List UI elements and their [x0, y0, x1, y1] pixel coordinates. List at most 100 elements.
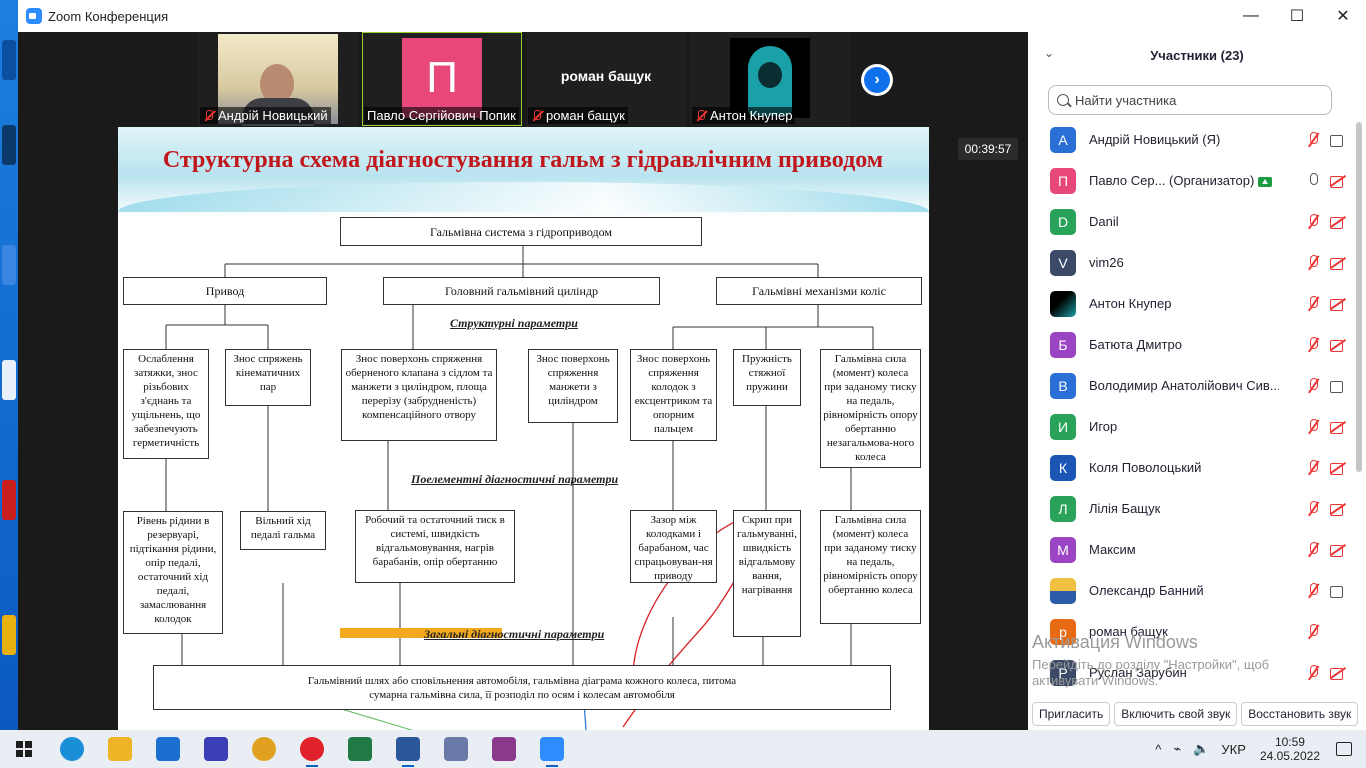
participant-row[interactable]: Л Лілія Бащук — [1028, 488, 1366, 529]
section-label: Загальні діагностичні параметри — [424, 627, 605, 641]
system-tray: ^ ⌁ 🔈 УКР 10:59 24.05.2022 — [1149, 730, 1366, 768]
participant-row[interactable]: D Danil — [1028, 201, 1366, 242]
participant-search-input[interactable]: Найти участника — [1048, 85, 1332, 115]
taskbar-app-chrome[interactable] — [240, 730, 288, 768]
avatar: р — [1050, 619, 1076, 645]
participant-name: Антон Кнупер — [1089, 296, 1172, 311]
mail-icon — [156, 737, 180, 761]
zoom-icon — [540, 737, 564, 761]
camera-off-icon — [1330, 339, 1346, 352]
taskbar-app-word[interactable] — [384, 730, 432, 768]
volume-icon[interactable]: 🔈 — [1193, 741, 1210, 756]
maximize-button[interactable]: ☐ — [1289, 8, 1305, 25]
taskbar-app-opera[interactable] — [288, 730, 336, 768]
diagram-box: Гальмівні механізми коліс — [716, 277, 922, 305]
desktop-icon[interactable] — [2, 480, 16, 520]
desktop-icon[interactable] — [2, 125, 16, 165]
participant-row[interactable]: Антон Кнупер — [1028, 283, 1366, 324]
avatar: D — [1050, 209, 1076, 235]
diagram-box: Зазор між колодками і барабаном, час спр… — [630, 510, 717, 583]
mic-muted-icon — [1306, 337, 1320, 353]
participant-row[interactable]: Б Батюта Дмитро — [1028, 324, 1366, 365]
scrollbar[interactable] — [1356, 122, 1362, 472]
edge-icon — [60, 737, 84, 761]
participant-name: Андрій Новицький (Я) — [1089, 132, 1221, 147]
desktop-icon[interactable] — [2, 360, 16, 400]
desktop-icon[interactable] — [2, 245, 16, 285]
participant-name: Лілія Бащук — [1089, 501, 1161, 516]
restore-audio-button[interactable]: Восстановить звук — [1241, 702, 1359, 726]
taskbar-app-file-explorer[interactable] — [96, 730, 144, 768]
chrome-icon — [252, 737, 276, 761]
avatar: Л — [1050, 496, 1076, 522]
chevron-down-icon[interactable]: ⌄ — [1044, 46, 1055, 60]
video-thumb[interactable]: Андрій Новицький — [198, 32, 358, 126]
network-icon[interactable]: ⌁ — [1173, 741, 1182, 756]
video-thumb[interactable]: Антон Кнупер — [690, 32, 850, 126]
mic-muted-icon — [1306, 624, 1320, 640]
unmute-self-button[interactable]: Включить свой звук — [1114, 702, 1238, 726]
mic-muted-icon — [1306, 419, 1320, 435]
video-thumb[interactable]: П Павло Сергійович Попик — [362, 32, 522, 126]
avatar: И — [1050, 414, 1076, 440]
start-button[interactable] — [0, 730, 48, 768]
taskbar-app-mail[interactable] — [144, 730, 192, 768]
thumb-label: Андрій Новицький — [200, 107, 331, 124]
shared-slide: Структурна схема діагностування гальм з … — [118, 127, 929, 730]
diagram-box: Ослаблення затяжки, знос різьбових з'єдн… — [123, 349, 209, 459]
camera-icon — [1330, 585, 1346, 598]
desktop-icon[interactable] — [2, 40, 16, 80]
diagram-box: Головний гальмівний циліндр — [383, 277, 660, 305]
taskbar-app-save[interactable] — [192, 730, 240, 768]
taskbar-app-search-tool[interactable] — [432, 730, 480, 768]
diagram-box: Привод — [123, 277, 327, 305]
camera-off-icon — [1330, 667, 1346, 680]
diagram-box: Робочий та остаточний тиск в системі, шв… — [355, 510, 515, 583]
avatar: К — [1050, 455, 1076, 481]
tray-overflow-icon[interactable]: ^ — [1155, 741, 1162, 757]
taskbar-app-winrar[interactable] — [480, 730, 528, 768]
notification-icon[interactable] — [1336, 742, 1352, 756]
participant-row[interactable]: Олександр Банний — [1028, 570, 1366, 611]
desktop-icon[interactable] — [2, 615, 16, 655]
avatar: М — [1050, 537, 1076, 563]
diagram-box: Вільний хід педалі гальма — [240, 511, 326, 550]
desktop-strip — [0, 0, 18, 730]
taskbar-app-edge[interactable] — [48, 730, 96, 768]
save-icon — [204, 737, 228, 761]
section-label: Структурні параметри — [450, 316, 578, 330]
avatar: V — [1050, 250, 1076, 276]
minimize-button[interactable]: — — [1243, 7, 1259, 24]
clock[interactable]: 10:59 24.05.2022 — [1259, 735, 1320, 763]
opera-icon — [300, 737, 324, 761]
next-page-button[interactable]: › — [861, 64, 893, 96]
video-thumb[interactable]: роман бащук роман бащук — [526, 32, 686, 126]
camera-off-icon — [1330, 503, 1346, 516]
diagram-box: Скрип при гальмуванні, швидкість відгаль… — [733, 510, 801, 637]
participant-name: Олександр Банний — [1089, 583, 1204, 598]
mic-muted-icon — [1306, 296, 1320, 312]
diagram-box: Знос поверхонь спряження оберненого клап… — [341, 349, 497, 441]
windows-icon — [16, 741, 32, 757]
diagram-general-box: Гальмівний шлях або сповільнення автомоб… — [153, 665, 891, 710]
taskbar-app-zoom[interactable] — [528, 730, 576, 768]
invite-button[interactable]: Пригласить — [1032, 702, 1111, 726]
participant-name: Батюта Дмитро — [1089, 337, 1182, 352]
avatar: Б — [1050, 332, 1076, 358]
close-button[interactable]: ✕ — [1336, 8, 1350, 25]
taskbar-app-excel[interactable] — [336, 730, 384, 768]
language-indicator[interactable]: УКР — [1221, 741, 1246, 757]
panel-header: ⌄ Участники (23) — [1028, 32, 1366, 78]
participant-name: Danil — [1089, 214, 1119, 229]
mic-muted-icon — [1306, 501, 1320, 517]
